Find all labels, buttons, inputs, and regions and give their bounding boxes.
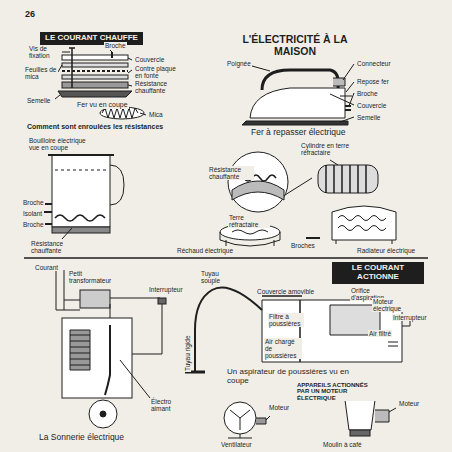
coil-drawing: [100, 107, 144, 119]
part-label: Broche: [104, 42, 127, 49]
part-label: Broche: [356, 90, 379, 97]
part-label: Repose fer: [356, 78, 390, 85]
part-label: Feuilles de mica: [24, 66, 58, 80]
part-label: Résistance chauffante: [208, 166, 254, 180]
mill-drawing: [345, 400, 396, 436]
part-label: Mica: [148, 111, 164, 118]
part-label: Filtre à poussières: [268, 313, 304, 327]
part-label: Moulin à café: [322, 441, 363, 448]
part-label: Courant: [34, 264, 59, 271]
kettle-drawing: [44, 155, 124, 233]
part-label: Broche: [22, 199, 45, 206]
part-label: Broche: [22, 221, 45, 228]
part-label: Fer à repasser électrique: [250, 128, 347, 137]
radiator-drawing: [306, 206, 396, 244]
part-label: Moteur: [268, 404, 290, 411]
part-label: Fer vu en coupe: [76, 101, 129, 109]
part-label: Réchaud électrique: [176, 247, 234, 254]
part-label: Air chargé de poussières: [264, 338, 302, 359]
part-label: Comment sont enroulées les résistances: [26, 123, 164, 131]
page-title: L'ÉLECTRICITÉ À LA MAISON: [240, 34, 350, 57]
part-label: La Sonnerie électrique: [38, 433, 125, 442]
part-label: APPAREILS ACTIONNÉS PAR UN MOTEUR ÉLECTR…: [296, 382, 380, 401]
part-label: Bouilloire électrique vue en coupe: [28, 137, 88, 151]
fan-drawing: [224, 402, 270, 438]
part-label: Poignée: [226, 60, 252, 67]
part-label: Couvercle: [134, 56, 165, 63]
part-label: Couvercle: [356, 102, 387, 109]
part-label: Moteur électrique: [372, 298, 418, 312]
part-label: Terre réfractaire: [228, 214, 270, 228]
part-label: Interrupteur: [392, 314, 428, 321]
heading-band: LE COURANT CHAUFFE: [40, 32, 143, 45]
part-label: Résistance chauffante: [134, 80, 180, 94]
part-label: Moteur: [398, 400, 420, 407]
part-label: Vis de fixation: [28, 45, 60, 59]
part-label: Tuyau rigide: [184, 334, 191, 372]
part-label: Couvercle amovible: [256, 288, 315, 295]
part-label: Air filtré: [368, 330, 392, 337]
part-label: Semelle: [356, 114, 381, 121]
part-label: Semelle: [26, 97, 51, 104]
part-label: Broches: [290, 242, 316, 249]
part-label: Isolant: [22, 210, 43, 217]
heading-text: LE COURANT ACTIONNE: [337, 264, 419, 282]
part-label: Résistance chauffante: [30, 240, 82, 254]
hotplate-cutaway: [228, 152, 312, 212]
part-label: Contre plaque en fonte: [134, 65, 178, 79]
part-label: Tuyau souple: [200, 270, 236, 284]
part-label: Ventilateur: [220, 441, 253, 448]
part-label: Interrupteur: [148, 286, 184, 293]
part-label: Radiateur électrique: [356, 247, 416, 254]
heading-band: LE COURANT ACTIONNE: [332, 262, 424, 284]
iron-section: [58, 48, 132, 97]
part-label: Électro aimant: [150, 398, 184, 412]
cylinder-drawing: [318, 160, 378, 193]
part-label: 26: [24, 10, 36, 20]
iron-drawing: [242, 70, 352, 125]
part-label: Connecteur: [356, 60, 392, 67]
part-label: Petit transformateur: [68, 270, 112, 284]
part-label: Cylindre en terre réfractaire: [300, 142, 358, 156]
